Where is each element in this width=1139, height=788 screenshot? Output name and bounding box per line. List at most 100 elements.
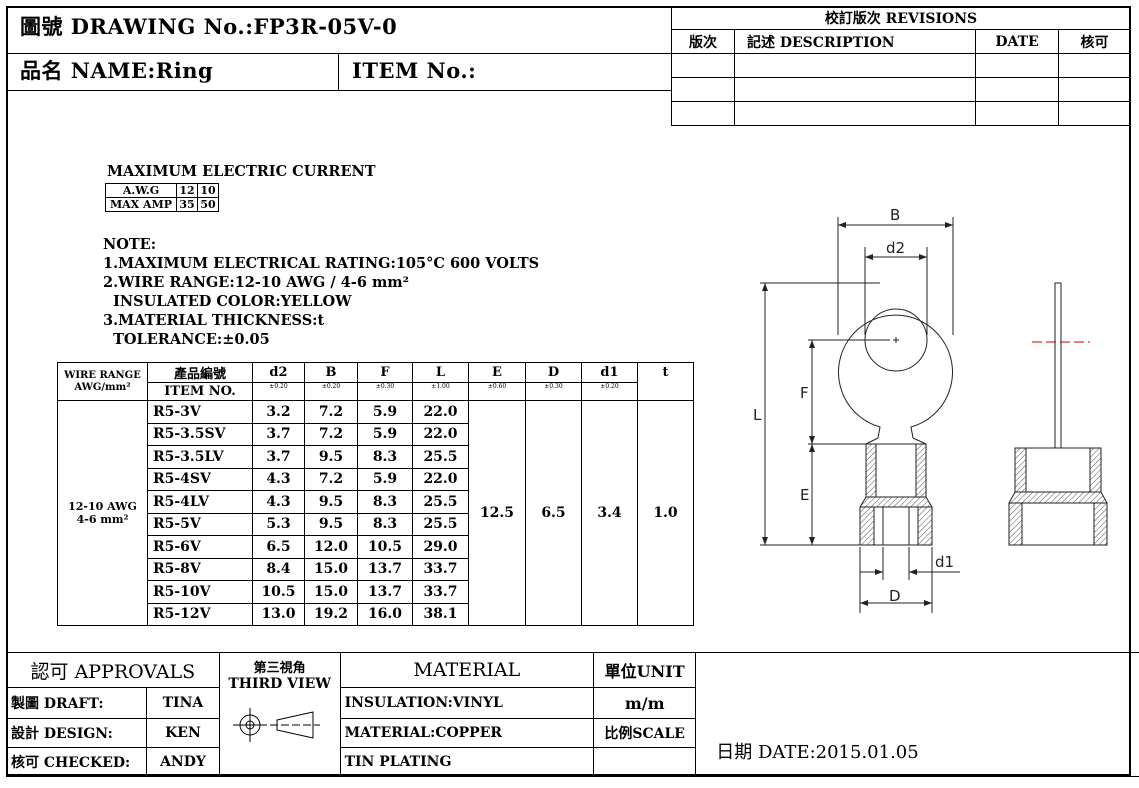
dim-d-label: D <box>889 587 901 605</box>
table-row <box>671 101 1131 126</box>
tol-d2: ±0.20 <box>252 382 305 401</box>
f-cell: 13.7 <box>357 557 413 581</box>
b-cell: 9.5 <box>304 490 358 514</box>
tol-d1: ±0.20 <box>581 382 638 401</box>
l-cell: 25.5 <box>412 445 469 469</box>
awg-label: A.W.G <box>105 183 177 198</box>
b-cell: 12.0 <box>304 535 358 559</box>
table-row <box>671 53 1131 78</box>
draft-label: 製圖 DRAFT: <box>5 687 148 719</box>
e-cell: 12.5 <box>468 400 526 626</box>
item-number: ITEM No.: <box>352 58 477 83</box>
f-cell: 8.3 <box>357 490 413 514</box>
table-row: 12-10 AWG 4-6 mm² R5-3V 3.2 7.2 5.9 22.0… <box>57 400 694 626</box>
side-tongue <box>1054 282 1062 449</box>
dim-f-label: F <box>800 384 809 402</box>
col-f: F <box>357 362 413 383</box>
item-header-cn: 產品編號 <box>147 362 253 383</box>
title-block: 認可 APPROVALS 第三視角 THIRD VIEW MATERIAL 單位… <box>5 652 1139 777</box>
revisions-title: 校訂版次 REVISIONS <box>671 6 1131 30</box>
item-cell: R5-3V <box>147 400 253 424</box>
dim-l-label: L <box>753 406 762 424</box>
dim-d2-label: d2 <box>886 239 905 257</box>
d2-cell: 4.3 <box>252 467 305 491</box>
wire-range-header: WIRE RANGE AWG/mm² <box>57 362 148 401</box>
b-cell: 7.2 <box>304 422 358 446</box>
item-cell: R5-12V <box>147 602 253 626</box>
item-cell: R5-3.5SV <box>147 422 253 446</box>
col-l: L <box>412 362 469 383</box>
note-line: 3.MATERIAL THICKNESS:t <box>103 312 325 329</box>
notes-title: NOTE: <box>103 236 157 253</box>
d2-cell: 3.2 <box>252 400 305 424</box>
item-cell: R5-8V <box>147 557 253 581</box>
item-cell: R5-3.5LV <box>147 445 253 469</box>
insulation: INSULATION:VINYL <box>339 687 595 719</box>
l-cell: 22.0 <box>412 400 469 424</box>
design-value: KEN <box>146 718 220 748</box>
rev-col-description: 記述 DESCRIPTION <box>734 29 976 54</box>
col-d2: d2 <box>252 362 305 383</box>
d2-cell: 13.0 <box>252 602 305 626</box>
material-title: MATERIAL <box>339 652 595 688</box>
scale-value <box>593 747 697 777</box>
divider <box>6 90 671 91</box>
tol-b: ±0.20 <box>304 382 358 401</box>
f-cell: 5.9 <box>357 400 413 424</box>
l-cell: 33.7 <box>412 557 469 581</box>
item-cell: R5-4SV <box>147 467 253 491</box>
f-cell: 10.5 <box>357 535 413 559</box>
d2-cell: 3.7 <box>252 422 305 446</box>
dim-b-label: B <box>890 206 900 224</box>
drawing-number: 圖號 DRAWING No.:FP3R-05V-0 <box>20 14 398 39</box>
t-cell: 1.0 <box>637 400 694 626</box>
current-title: MAXIMUM ELECTRIC CURRENT <box>107 163 376 180</box>
approvals-title: 認可 APPROVALS <box>6 652 220 688</box>
note-line: 1.MAXIMUM ELECTRICAL RATING:105°C 600 VO… <box>103 255 540 272</box>
l-cell: 38.1 <box>412 602 469 626</box>
f-cell: 16.0 <box>357 602 413 626</box>
wire-range-awg: 12-10 AWG <box>68 500 137 513</box>
b-cell: 15.0 <box>304 580 358 604</box>
amp-label: MAX AMP <box>105 197 177 212</box>
note-line: TOLERANCE:±0.05 <box>103 331 270 348</box>
l-cell: 29.0 <box>412 535 469 559</box>
b-cell: 9.5 <box>304 445 358 469</box>
wire-range-unit: AWG/mm² <box>74 381 131 393</box>
date-text: 日期 DATE:2015.01.05 <box>716 742 919 763</box>
f-cell: 13.7 <box>357 580 413 604</box>
unit-title: 單位UNIT <box>593 652 697 688</box>
d-cell: 6.5 <box>525 400 582 626</box>
d2-cell: 5.3 <box>252 512 305 536</box>
tol-e: ±0.60 <box>468 382 526 401</box>
b-cell: 7.2 <box>304 467 358 491</box>
revisions-table: 校訂版次 REVISIONS 版次 記述 DESCRIPTION DATE 核可 <box>671 6 1131 126</box>
tol-l: ±1.00 <box>412 382 469 401</box>
checked-label: 核可 CHECKED: <box>5 747 148 777</box>
notes: NOTE: 1.MAXIMUM ELECTRICAL RATING:105°C … <box>103 235 539 349</box>
dim-e-label: E <box>800 486 809 504</box>
d2-cell: 4.3 <box>252 490 305 514</box>
table-row <box>671 77 1131 102</box>
item-cell: R5-5V <box>147 512 253 536</box>
wire-range-header-text: WIRE RANGE <box>64 369 141 381</box>
unit-value: m/m <box>593 687 697 719</box>
item-header: ITEM NO. <box>147 382 253 401</box>
f-cell: 5.9 <box>357 422 413 446</box>
l-cell: 25.5 <box>412 490 469 514</box>
ring-terminal-drawing: B d2 L F E d1 D <box>753 206 1108 613</box>
b-cell: 7.2 <box>304 400 358 424</box>
note-line: INSULATED COLOR:YELLOW <box>103 293 352 310</box>
b-cell: 9.5 <box>304 512 358 536</box>
current-table: A.W.G 12 10 MAX AMP 35 50 <box>105 183 219 212</box>
third-angle-symbol-icon <box>232 708 320 742</box>
draft-value: TINA <box>146 687 220 719</box>
item-cell: R5-6V <box>147 535 253 559</box>
d2-cell: 10.5 <box>252 580 305 604</box>
spec-table: WIRE RANGE AWG/mm² 產品編號 d2 B F L E D d1 … <box>57 362 694 626</box>
col-e: E <box>468 362 526 383</box>
